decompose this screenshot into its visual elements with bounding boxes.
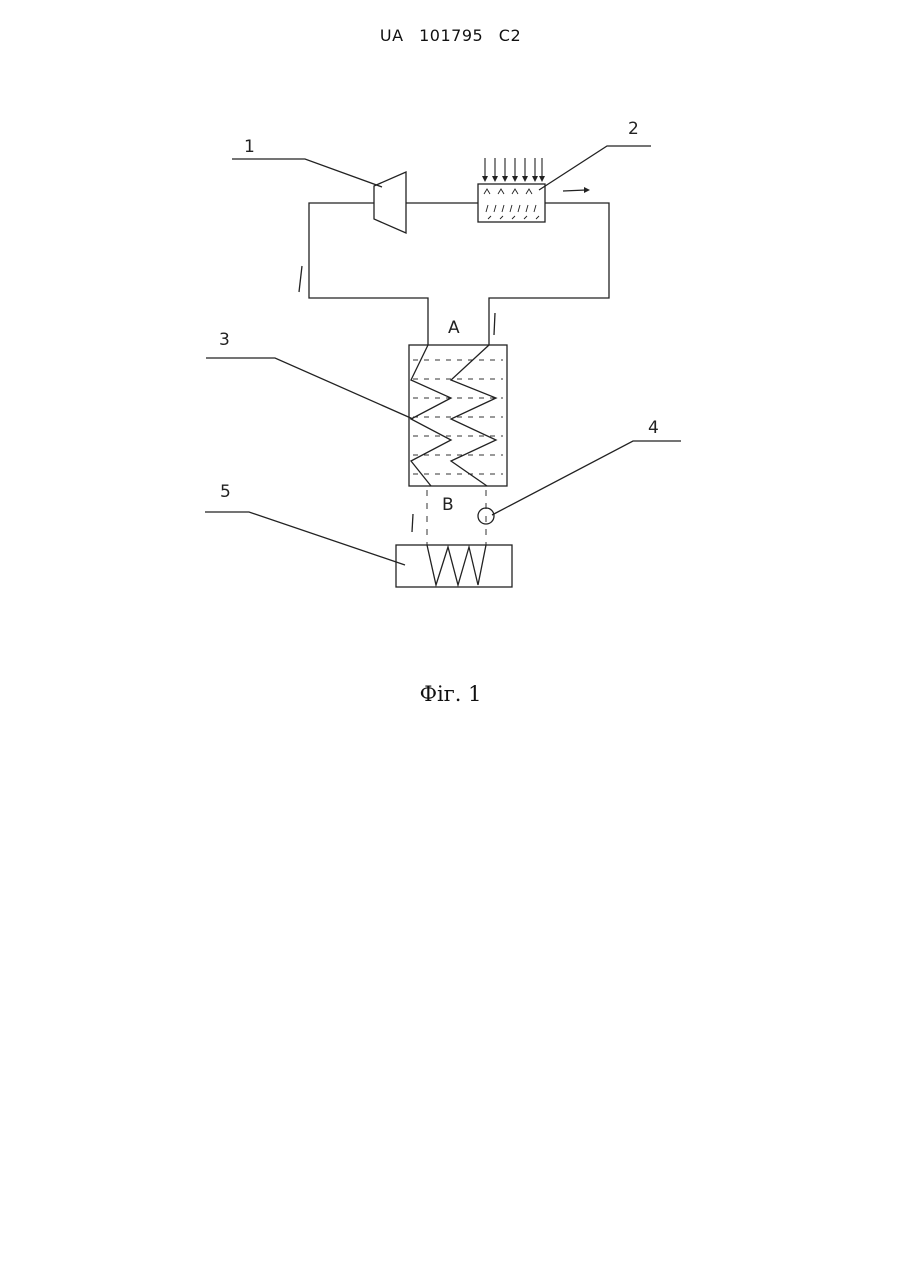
storage-tank [396, 545, 512, 587]
label-1: 1 [244, 137, 255, 157]
label-a: A [448, 318, 460, 338]
flow-marker-right-pipe [494, 313, 495, 335]
label-b: B [442, 495, 454, 515]
storage-tank-coil [427, 545, 486, 585]
flow-marker-lower [412, 514, 413, 532]
leader-line-3 [206, 358, 413, 419]
cooler-inner-marks [484, 189, 539, 219]
leader-line-4 [492, 441, 681, 515]
exchanger-dashed-lines [413, 360, 503, 474]
label-4: 4 [648, 418, 659, 438]
airflow-arrows [482, 158, 545, 182]
figure-caption: Фіг. 1 [0, 682, 901, 706]
exchanger-coil-right [451, 345, 496, 486]
leader-line-2 [539, 146, 651, 190]
exchanger-coil-left [411, 345, 451, 486]
cooler-box [478, 184, 545, 222]
leader-line-1 [232, 159, 382, 187]
compressor [374, 172, 406, 233]
pipe-loop-left [309, 203, 428, 345]
outflow-arrow [563, 187, 590, 193]
label-5: 5 [220, 482, 231, 502]
pipe-loop-right [489, 203, 609, 345]
label-2: 2 [628, 119, 639, 139]
leader-line-5 [205, 512, 405, 565]
flow-marker-left-pipe [299, 266, 302, 292]
label-3: 3 [219, 330, 230, 350]
